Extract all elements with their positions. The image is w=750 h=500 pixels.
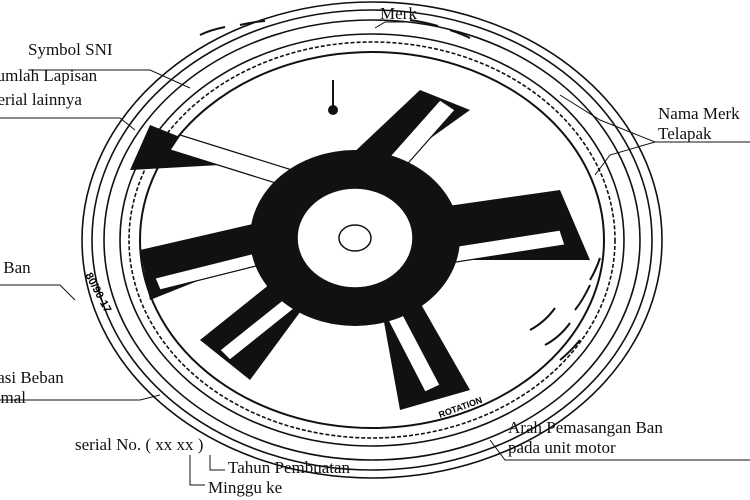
label-nama-merk: Nama Merk	[658, 104, 740, 123]
leader-lines	[0, 21, 750, 486]
label-merk: Merk	[380, 4, 417, 23]
label-tahun-pembuatan: Tahun Pembuatan	[228, 458, 351, 477]
label-minggu-ke: Minggu ke	[208, 478, 283, 497]
label-ukuran-ban: Ukuran Ban	[0, 258, 31, 277]
label-maksimal: Maksimal	[0, 388, 26, 407]
label-serial-no: serial No. ( xx xx )	[75, 435, 204, 454]
label-symbol-sni: Symbol SNI	[28, 40, 113, 59]
label-jumlah-lapisan: Jumlah Lapisan	[0, 66, 98, 85]
label-serial-lainnya: Serial lainnya	[0, 90, 82, 109]
tread-marks	[199, 19, 601, 361]
label-pada-unit-motor: pada unit motor	[508, 438, 616, 457]
valve-stem	[328, 80, 338, 115]
label-informasi-beban: Informasi Beban	[0, 368, 64, 387]
rim-edge	[139, 51, 605, 429]
tire-outer-edge	[81, 1, 663, 479]
sidewall-size-text: 80/90-17	[82, 271, 113, 315]
label-telapak: Telapak	[658, 124, 712, 143]
label-arah-pemasangan: Arah Pemasangan Ban	[508, 418, 663, 437]
axle-hole	[338, 224, 372, 252]
